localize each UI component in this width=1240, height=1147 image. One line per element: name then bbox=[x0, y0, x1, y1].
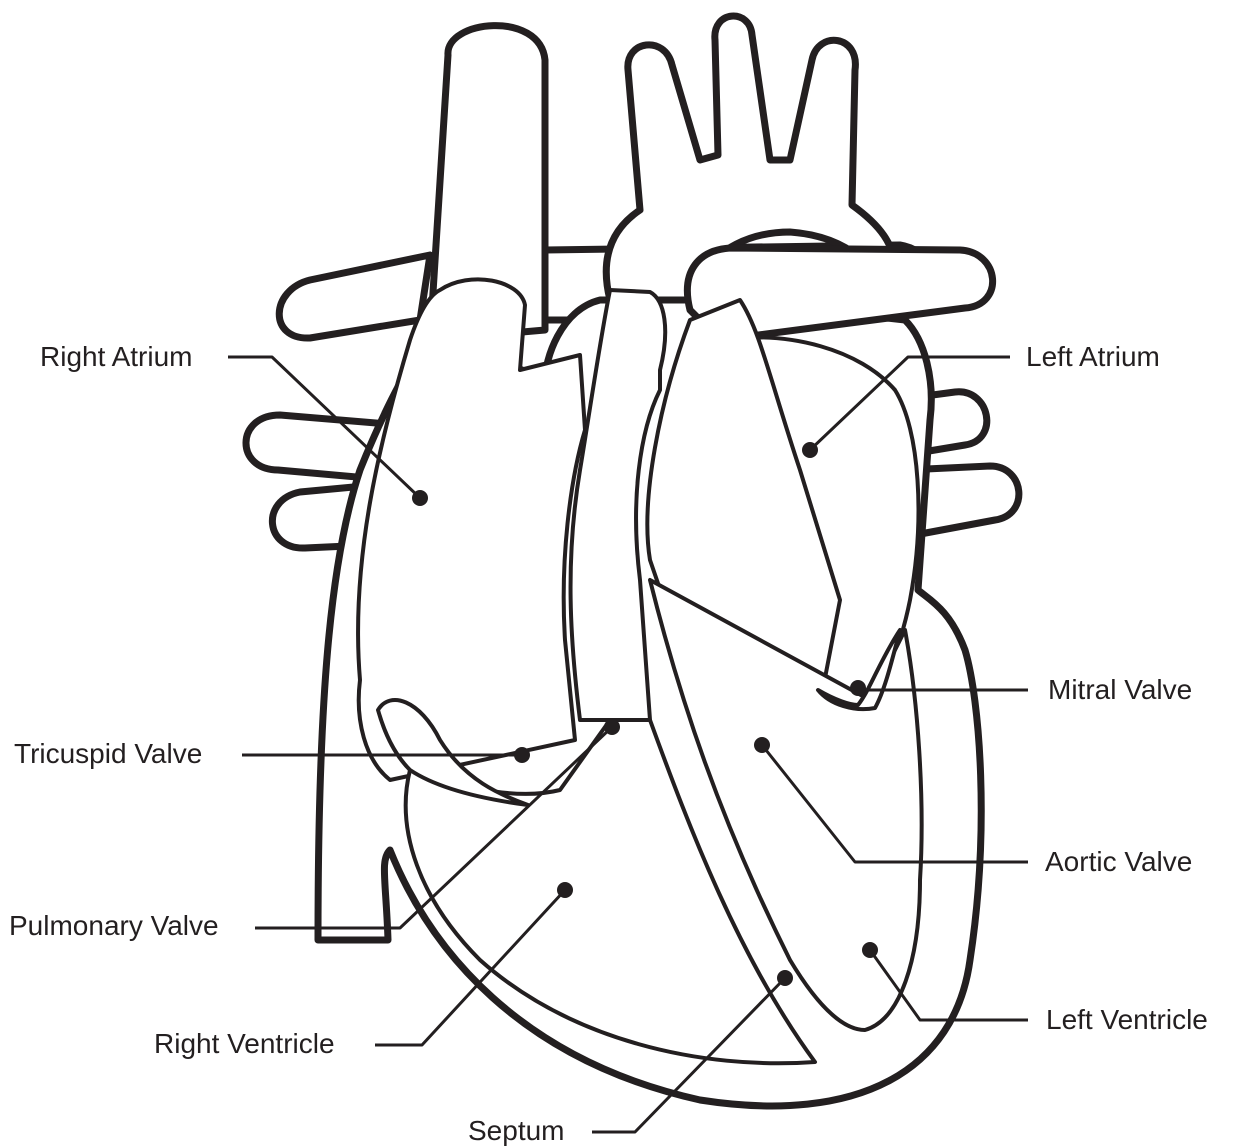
label-tricuspid-valve: Tricuspid Valve bbox=[14, 738, 202, 769]
dot-mitral-valve bbox=[850, 680, 866, 696]
label-left-ventricle: Left Ventricle bbox=[1046, 1004, 1208, 1035]
label-aortic-valve: Aortic Valve bbox=[1045, 846, 1192, 877]
label-right-atrium: Right Atrium bbox=[40, 341, 193, 372]
label-mitral-valve: Mitral Valve bbox=[1048, 674, 1192, 705]
dot-right-atrium bbox=[412, 490, 428, 506]
dot-right-ventricle bbox=[557, 882, 573, 898]
dot-aortic-valve bbox=[754, 737, 770, 753]
label-septum: Septum bbox=[468, 1115, 565, 1146]
label-left-atrium: Left Atrium bbox=[1026, 341, 1160, 372]
dot-tricuspid-valve bbox=[514, 747, 530, 763]
label-right-ventricle: Right Ventricle bbox=[154, 1028, 335, 1059]
label-pulmonary-valve: Pulmonary Valve bbox=[9, 910, 219, 941]
dot-left-atrium bbox=[802, 442, 818, 458]
dot-septum bbox=[777, 970, 793, 986]
dot-pulmonary-valve bbox=[604, 719, 620, 735]
dot-left-ventricle bbox=[862, 942, 878, 958]
